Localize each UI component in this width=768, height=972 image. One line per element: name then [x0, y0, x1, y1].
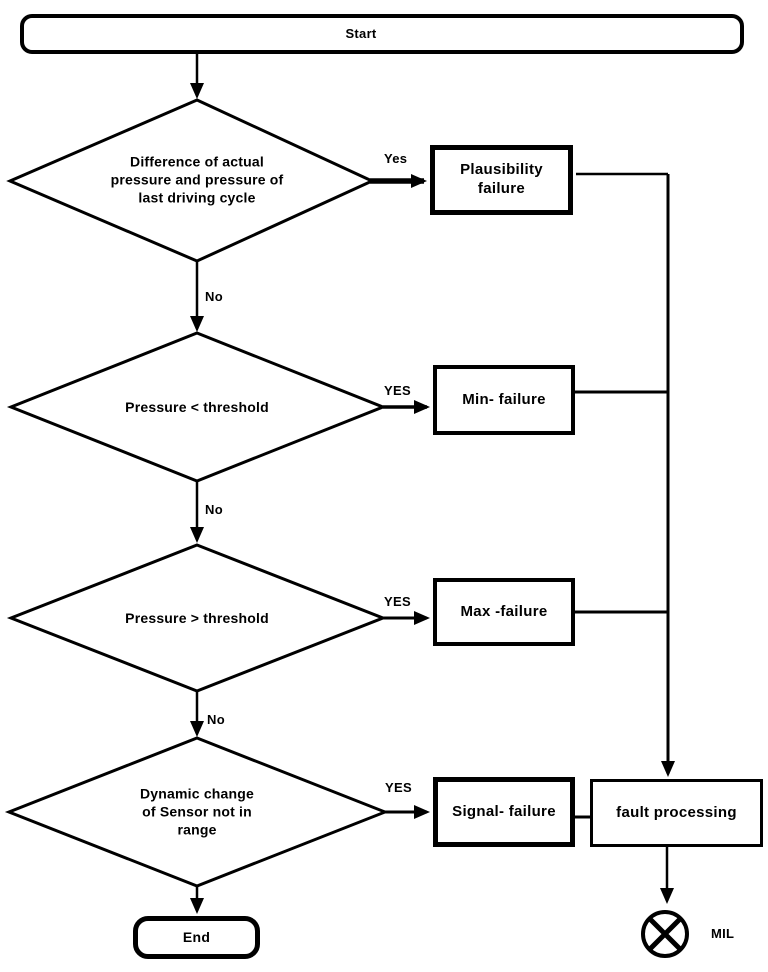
signal-failure-label: Signal- failure: [452, 802, 556, 820]
decision3-label: Pressure > threshold: [125, 609, 269, 626]
max-failure-label: Max -failure: [460, 602, 548, 620]
fault-processing-label: fault processing: [616, 803, 737, 821]
min-failure-node: Min- failure: [433, 365, 575, 435]
min-failure-label: Min- failure: [462, 390, 546, 408]
end-label: End: [182, 928, 211, 945]
decision4-yes-label: YES: [385, 780, 412, 795]
start-node: Start: [20, 14, 744, 54]
decision2-label: Pressure < threshold: [125, 398, 269, 415]
start-label: Start: [345, 25, 377, 41]
mil-indicator-circle: [641, 910, 689, 958]
decision4-label: Dynamic change of Sensor not in range: [139, 785, 255, 839]
plausibility-failure-label: Plausibility failure: [460, 161, 543, 197]
decision3-no-label: No: [207, 712, 225, 727]
decision1-no-label: No: [205, 289, 223, 304]
mil-label: MIL: [711, 926, 735, 941]
decision1-yes-label: Yes: [384, 151, 408, 166]
decision1-label: Difference of actual pressure and pressu…: [110, 153, 284, 207]
end-node: End: [133, 916, 260, 959]
plausibility-failure-node: Plausibility failure: [430, 145, 573, 215]
decision2-yes-label: YES: [384, 383, 411, 398]
decision3-yes-label: YES: [384, 594, 411, 609]
decision2-no-label: No: [205, 502, 223, 517]
fault-processing-node: fault processing: [590, 779, 763, 847]
signal-failure-node: Signal- failure: [433, 777, 575, 847]
mil-x-icon: [648, 917, 682, 951]
max-failure-node: Max -failure: [433, 578, 575, 646]
